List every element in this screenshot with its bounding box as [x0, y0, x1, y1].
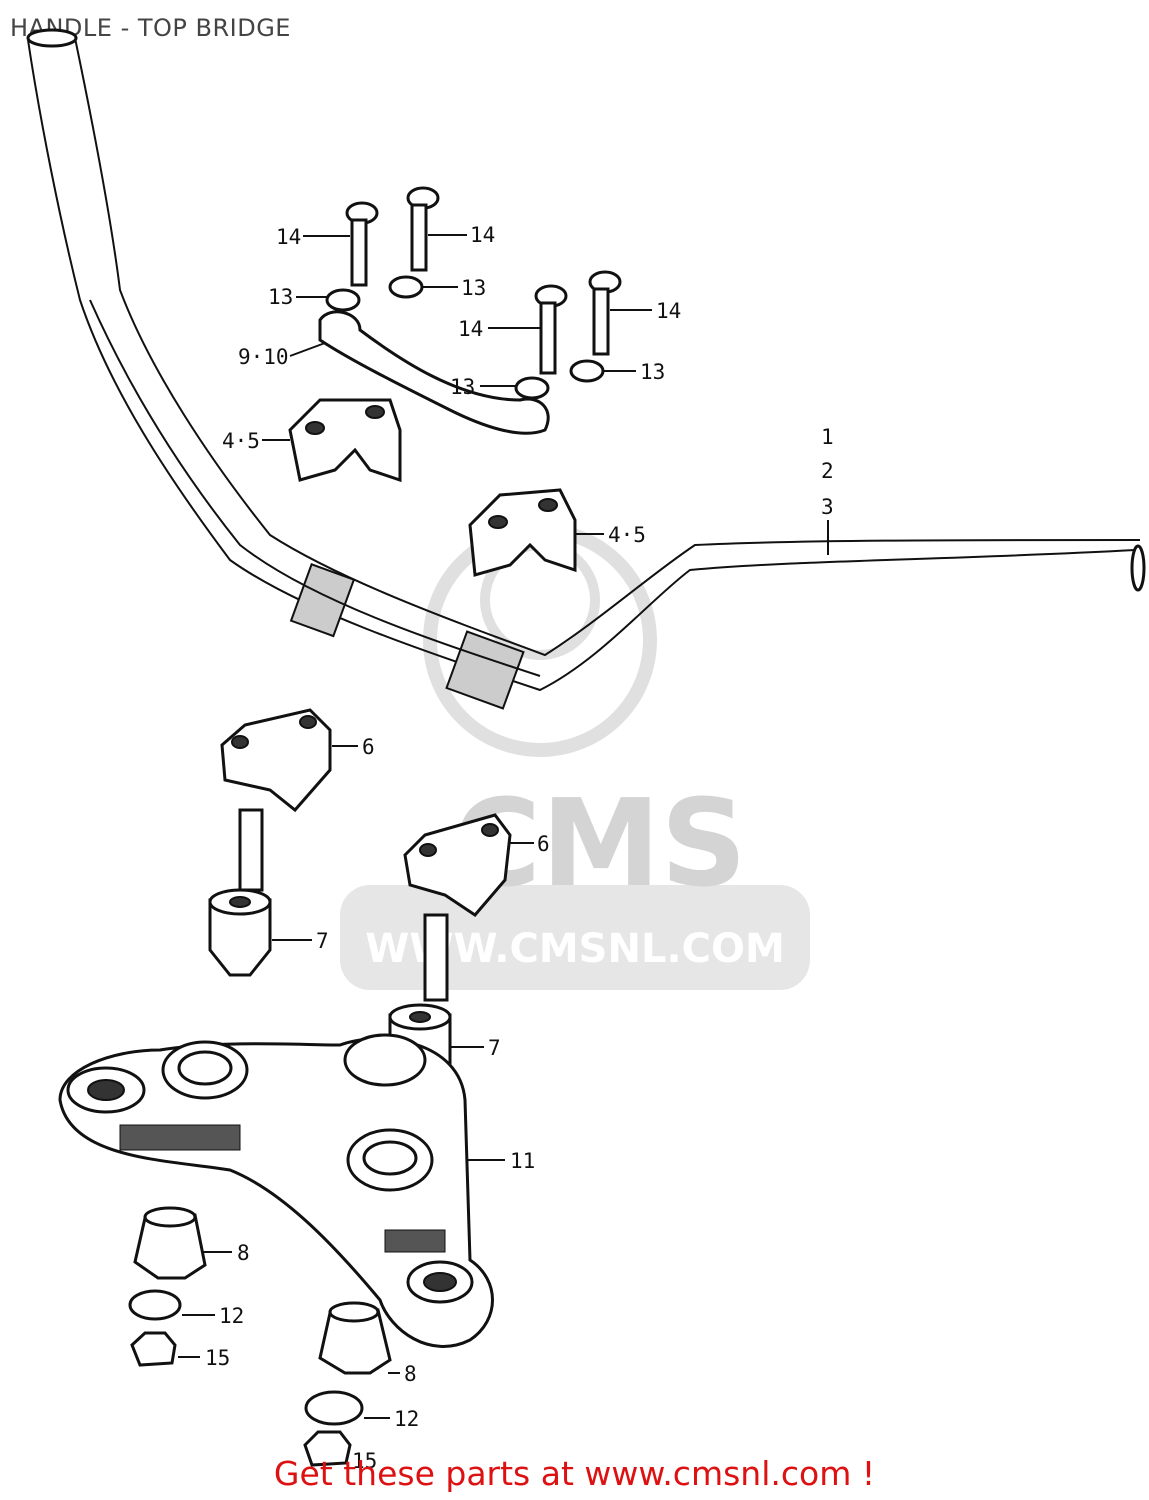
callout-15-a: 15 — [205, 1346, 230, 1370]
callout-2: 2 — [821, 459, 834, 483]
callout-11: 11 — [510, 1149, 535, 1173]
callout-13-b: 13 — [461, 276, 486, 300]
nut-8-b — [318, 1301, 392, 1375]
nut-15-a — [130, 1331, 177, 1367]
callout-labels: 14 14 13 13 9·10 14 14 13 13 4·5 1 2 3 4… — [205, 223, 834, 1473]
callout-12-a: 12 — [219, 1304, 244, 1328]
bolt-14-d — [588, 270, 622, 356]
bolt-14-a — [345, 201, 379, 287]
cushion-7-a — [208, 888, 272, 977]
callout-14-c: 14 — [458, 317, 483, 341]
lower-holder-a — [220, 708, 332, 892]
callout-14-a: 14 — [276, 225, 301, 249]
callout-1: 1 — [821, 425, 834, 449]
callout-9-10: 9·10 — [238, 345, 289, 369]
bolt-set — [325, 186, 622, 400]
callout-15-b: 15 — [352, 1449, 377, 1473]
callout-3: 3 — [821, 495, 834, 519]
bolt-14-b — [406, 186, 440, 272]
callout-12-b: 12 — [394, 1407, 419, 1431]
callout-7-a: 7 — [316, 929, 329, 953]
lower-holder-b — [403, 813, 512, 1002]
washer-12-a — [128, 1289, 182, 1321]
nut-8-a — [133, 1206, 207, 1280]
handle-plate — [318, 310, 550, 435]
top-bridge — [58, 1033, 494, 1348]
upper-holder-a — [288, 398, 402, 483]
callout-6-a: 6 — [362, 735, 375, 759]
footer-shop-link[interactable]: Get these parts at www.cmsnl.com ! — [273, 1454, 876, 1493]
washer-12-b — [304, 1390, 364, 1426]
callout-8-a: 8 — [237, 1241, 250, 1265]
callout-4-5-a: 4·5 — [222, 429, 260, 453]
callout-6-b: 6 — [537, 832, 550, 856]
callout-13-d: 13 — [640, 360, 665, 384]
nut-15-b — [303, 1430, 352, 1467]
callout-7-b: 7 — [488, 1036, 501, 1060]
bolt-14-c — [534, 284, 568, 375]
callout-4-5-b: 4·5 — [608, 523, 646, 547]
callout-13-c: 13 — [450, 375, 475, 399]
cms-watermark: CMS WWW.CMSNL.COM — [340, 523, 810, 990]
callout-14-b: 14 — [470, 223, 495, 247]
upper-holder-b — [468, 488, 577, 577]
callout-8-b: 8 — [404, 1362, 417, 1386]
handlebar — [26, 28, 1146, 710]
callout-14-d: 14 — [656, 299, 681, 323]
callout-13-a: 13 — [268, 285, 293, 309]
leader-lines — [178, 234, 829, 1419]
washer-13-set — [325, 275, 605, 400]
